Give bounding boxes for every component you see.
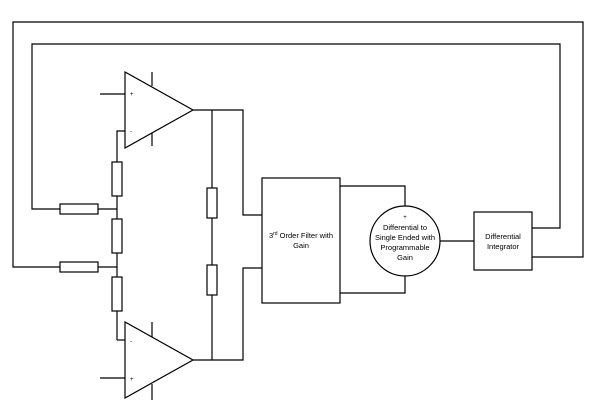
upper-opamp-output-wire bbox=[193, 109, 262, 216]
lower-opamp-plus-sign: + bbox=[130, 377, 134, 383]
diff-to-single-amp-label-4: Gain bbox=[397, 253, 413, 262]
divider-resistor-top bbox=[206, 187, 218, 219]
upper-opamp bbox=[124, 70, 195, 150]
integrator-block-label-1: Differential bbox=[485, 232, 521, 241]
inner-feedback-wire bbox=[31, 43, 561, 229]
divider-resistor-bottom bbox=[206, 264, 218, 296]
diff-to-single-amp-label-1: Differential to bbox=[383, 223, 427, 232]
chain-resistor-mid bbox=[111, 218, 123, 254]
filter-to-amp-upper-wire bbox=[340, 185, 406, 206]
lower-opamp-output-wire bbox=[193, 267, 262, 361]
integrator-block-label-2: Integrator bbox=[487, 242, 520, 251]
lower-opamp bbox=[124, 320, 195, 400]
upper-opamp-plus-sign: + bbox=[130, 92, 134, 98]
upper-opamp-minus-input-wire bbox=[116, 130, 125, 148]
feedback-resistor-lower bbox=[59, 261, 99, 273]
lower-opamp-minus-sign: - bbox=[130, 339, 132, 345]
filter-block-label-line1: 3rd Order Filter with bbox=[269, 231, 333, 240]
filter-to-amp-lower-wire bbox=[340, 276, 406, 294]
integrator-block bbox=[473, 211, 533, 271]
chain-resistor-bottom bbox=[111, 276, 123, 312]
diff-to-single-amp-label-2: Single Ended with bbox=[375, 233, 435, 242]
filter-block-label-line2: Gain bbox=[293, 241, 309, 250]
feedback-resistor-upper bbox=[59, 203, 99, 215]
chain-resistor-top bbox=[111, 161, 123, 197]
diff-to-single-amp-sign: + bbox=[403, 215, 407, 221]
upper-opamp-minus-sign: - bbox=[130, 129, 132, 135]
outer-feedback-wire bbox=[12, 21, 584, 268]
filter-block bbox=[261, 177, 341, 304]
diff-to-single-amp-label-3: Programmable bbox=[380, 243, 429, 252]
